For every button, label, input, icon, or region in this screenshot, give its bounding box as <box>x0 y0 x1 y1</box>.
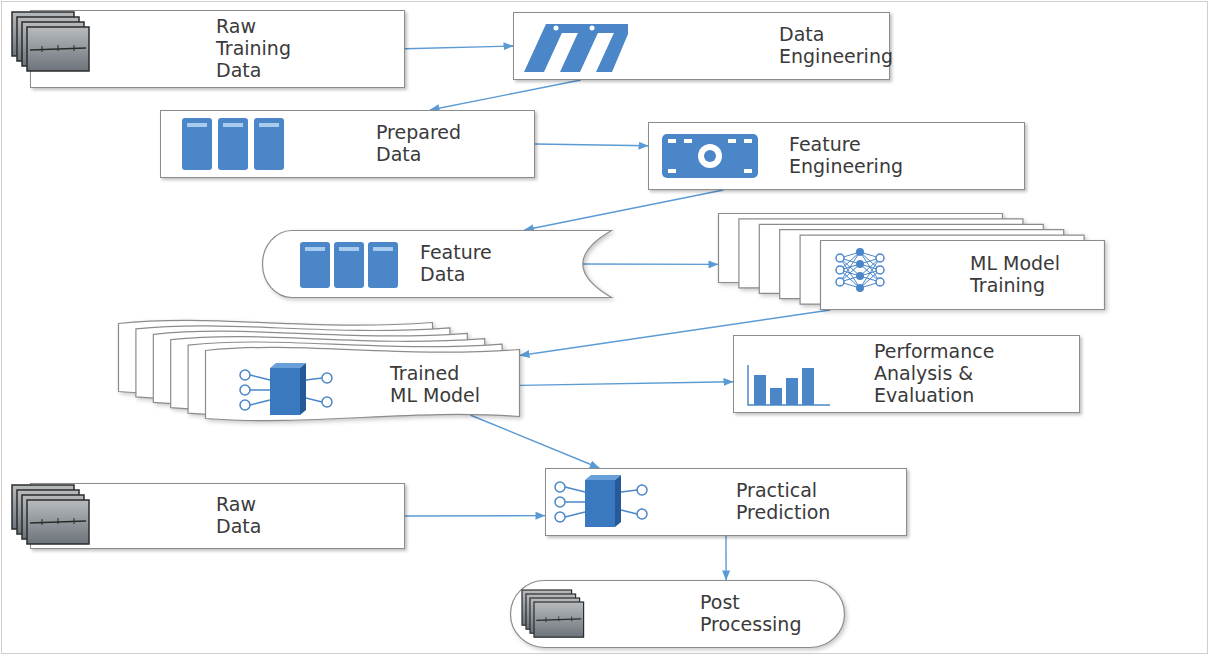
node-label: Feature Data <box>420 242 515 286</box>
node-label: Post Processing <box>700 592 810 636</box>
flow-arrow <box>583 263 718 265</box>
wavy-page-stack: Trained ML Model <box>118 318 520 425</box>
flow-arrow <box>430 80 581 110</box>
node-label: Performance Analysis & Evaluation <box>874 341 1004 407</box>
node-label: Data Engineering <box>779 24 904 68</box>
bar-chart-icon <box>748 365 830 405</box>
database-icon <box>182 118 284 170</box>
feature-engineering-icon <box>662 134 758 178</box>
page-stack: ML Model Training <box>718 213 1105 310</box>
trained-model-icon <box>555 475 647 527</box>
node-label: Feature Engineering <box>789 134 914 178</box>
process-box: Raw Data <box>30 483 405 549</box>
process-box: Data Engineering <box>513 12 890 80</box>
data-engineering-icon <box>524 24 628 72</box>
terminal-shape: Post Processing <box>510 580 845 648</box>
node-label: Prepared Data <box>376 122 476 166</box>
flow-arrow <box>405 515 545 517</box>
page-sheet <box>206 347 520 420</box>
node-outline <box>263 231 612 298</box>
process-box: Performance Analysis & Evaluation <box>733 335 1080 413</box>
process-box: Prepared Data <box>160 110 535 178</box>
flow-arrow <box>405 46 513 49</box>
trained-model-icon <box>240 363 332 415</box>
image-stack-icon <box>12 12 89 71</box>
neural-network-icon <box>836 248 884 292</box>
flow-arrow <box>525 190 724 230</box>
image-stack-icon <box>522 590 584 637</box>
process-box: Practical Prediction <box>545 468 907 536</box>
flow-arrow <box>470 415 599 468</box>
node-label: Practical Prediction <box>736 480 841 524</box>
node-outline <box>511 581 845 648</box>
data-store-shape: Feature Data <box>262 230 612 298</box>
process-box: Feature Engineering <box>648 122 1025 190</box>
node-label: Raw Data <box>216 494 276 538</box>
page-sheet <box>821 241 1105 310</box>
flow-arrow <box>535 144 648 146</box>
node-label: ML Model Training <box>970 253 1070 297</box>
flow-arrow <box>725 536 726 580</box>
database-icon <box>300 242 398 288</box>
image-stack-icon <box>12 485 89 544</box>
node-label: Raw Training Data <box>216 16 311 82</box>
process-box: Raw Training Data <box>30 10 405 88</box>
shape-outline <box>118 318 520 425</box>
flow-arrow <box>520 382 733 386</box>
node-label: Trained ML Model <box>390 363 490 407</box>
